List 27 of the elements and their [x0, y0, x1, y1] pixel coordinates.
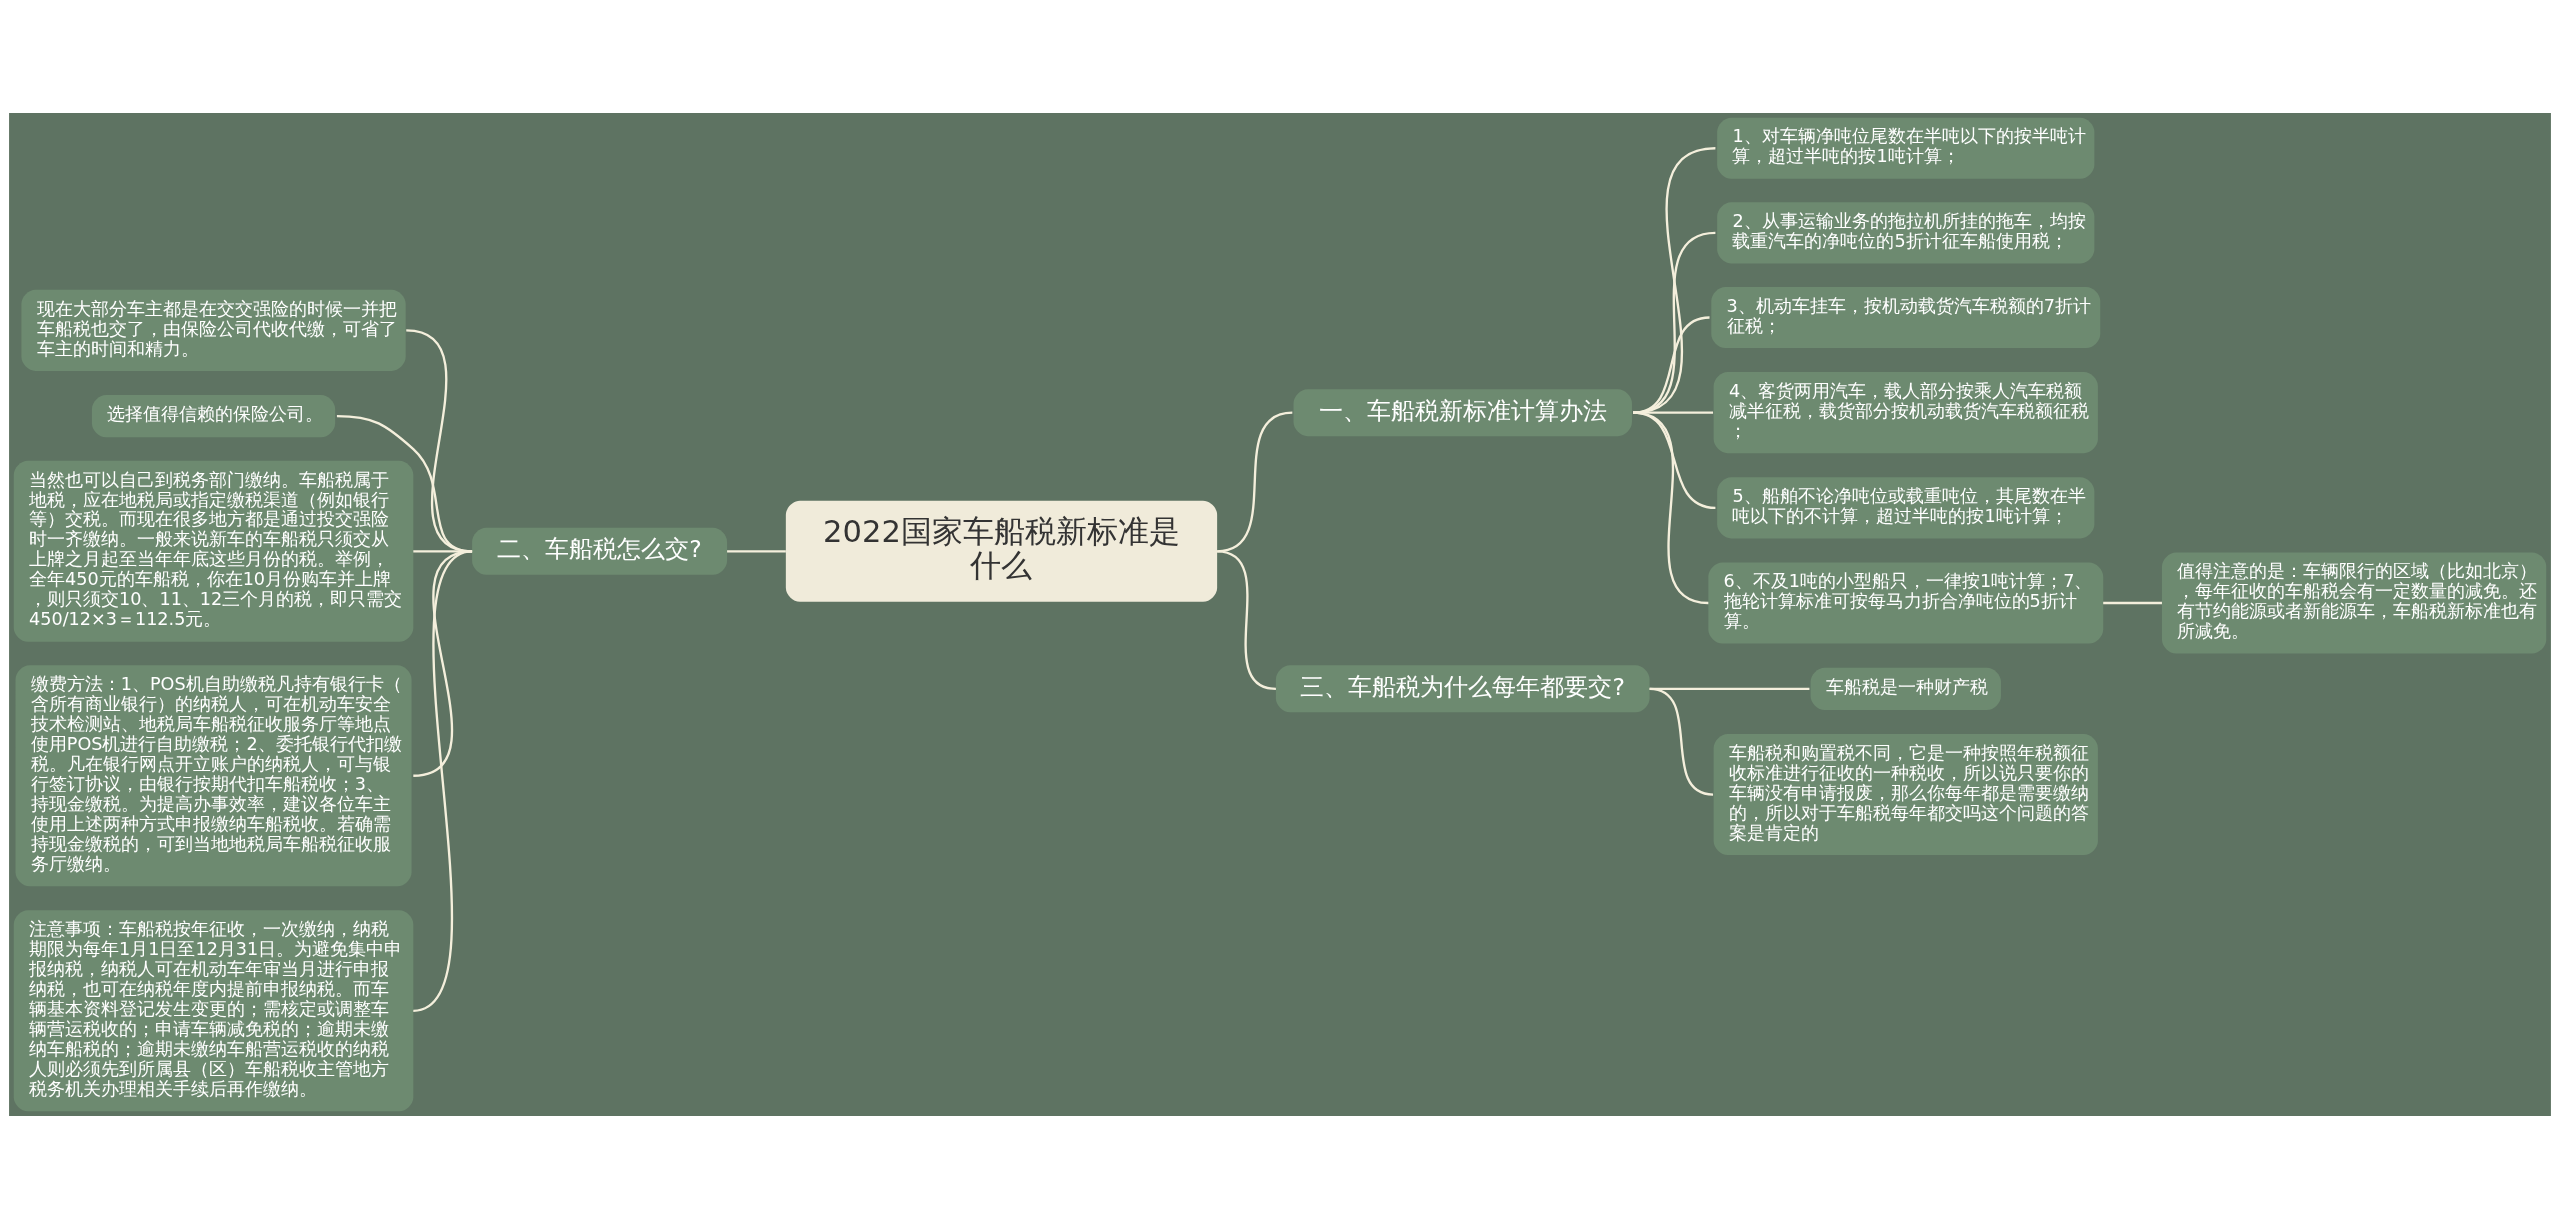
connector: [1633, 411, 1714, 414]
connector: [1632, 231, 1716, 414]
connector: [2103, 601, 2162, 605]
node-box: 1、对车辆净吨位尾数在半吨以下的按半吨计算，超过半吨的按1吨计算；: [1717, 117, 2095, 179]
node-box: 3、机动车挂车，按机动载货汽车税额的7折计征税；: [1711, 286, 2101, 349]
node-box: 注意事项：车船税按年征收，一次缴纳，纳税期限为每年1月1日至12月31日。为避免集中申报纳税，纳税人可在机动车年审当月进行申报纳税，也可在纳税年度内提前申报纳税。而车辆基本资料登记发生变更的；需核定或调整车辆营运税收的；申请车辆减免税的；逾期未缴纳车船税的；逾期未缴纳车船营运税收的纳税人则必须先到所属县（区）车船税收主管地方税务机关办理相关手续后再作缴纳。: [13, 910, 414, 1112]
node-box: 车船税和购置税不同，它是一种按照年税额征收标准进行征收的一种税收，所以说只要你的车辆没有申请报废，那么你每年都是需要缴纳的，所以对于车船税每年都交吗这个问题的答案是肯定的: [1713, 734, 2098, 856]
connector: [1632, 147, 1716, 414]
node-box: 现在大部分车主都是在交交强险的时候一并把车船税也交了，由保险公司代收代缴，可省了车主的时间和精力。: [21, 289, 406, 371]
node-box: 4、客货两用汽车，载人部分按乘人汽车税额减半征税，载货部分按机动载货汽车税额征税；: [1713, 372, 2098, 454]
node-box: 5、船舶不论净吨位或载重吨位，其尾数在半吨以下的不计算，超过半吨的按1吨计算；: [1717, 477, 2095, 539]
connector: [412, 550, 473, 1012]
node-box: 三、车船税为什么每年都要交?: [1275, 665, 1650, 713]
node-box: 车船税是一种财产税: [1810, 667, 2001, 710]
connector: [1632, 411, 1716, 509]
node-box: 二、车船税怎么交?: [472, 527, 728, 575]
node-box: 缴费方法：1、POS机自助缴税凡持有银行卡（含所有商业银行）的纳税人，可在机动车安全技术检测站、地税局车船税征收服务厅等地点使用POS机进行自助缴税；2、委托银行代扣缴税。凡在银行网点开立账户的纳税人，可与银行签订协议，由银行按期代扣车船税收；3、持现金缴税。为提高办事效率，建议各位车主使用上述两种方式申报缴纳车船税收。若确需持现金缴税的，可到当地地税局车船税征收服务厅缴纳。: [15, 665, 412, 887]
connector: [727, 550, 786, 553]
node-box: 2022国家车船税新标准是什么: [785, 500, 1218, 602]
connector: [1216, 550, 1277, 690]
node-box: 值得注意的是：车辆限行的区域（比如北京），每年征收的车船税会有一定数量的减免。还有节约能源或者新能源车，车船税新标准也有所减免。: [2161, 552, 2547, 654]
node-box: 选择值得信赖的保险公司。: [91, 395, 336, 438]
node-box: 6、不及1吨的小型船只，一律按1吨计算；7、拖轮计算标准可按每马力折合净吨位的5折计算。: [1708, 562, 2104, 644]
node-box: 当然也可以自己到税务部门缴纳。车船税属于地税，应在地税局或指定缴税渠道（例如银行等）交税。而现在很多地方都是通过投交强险时一齐缴纳。一般来说新车的车船税只须交从上牌之月起至当年年底这些月份的税。举例，全年450元的车船税，你在10月份购车并上牌，则只须交10、11、12三个月的税，即只需交450/12×3＝112.5元。: [13, 460, 414, 642]
node-box: 2、从事运输业务的拖拉机所挂的拖车，均按载重汽车的净吨位的5折计征车船使用税；: [1717, 202, 2095, 264]
connector: [1649, 687, 1714, 796]
node-box: 一、车船税新标准计算办法: [1293, 389, 1632, 437]
